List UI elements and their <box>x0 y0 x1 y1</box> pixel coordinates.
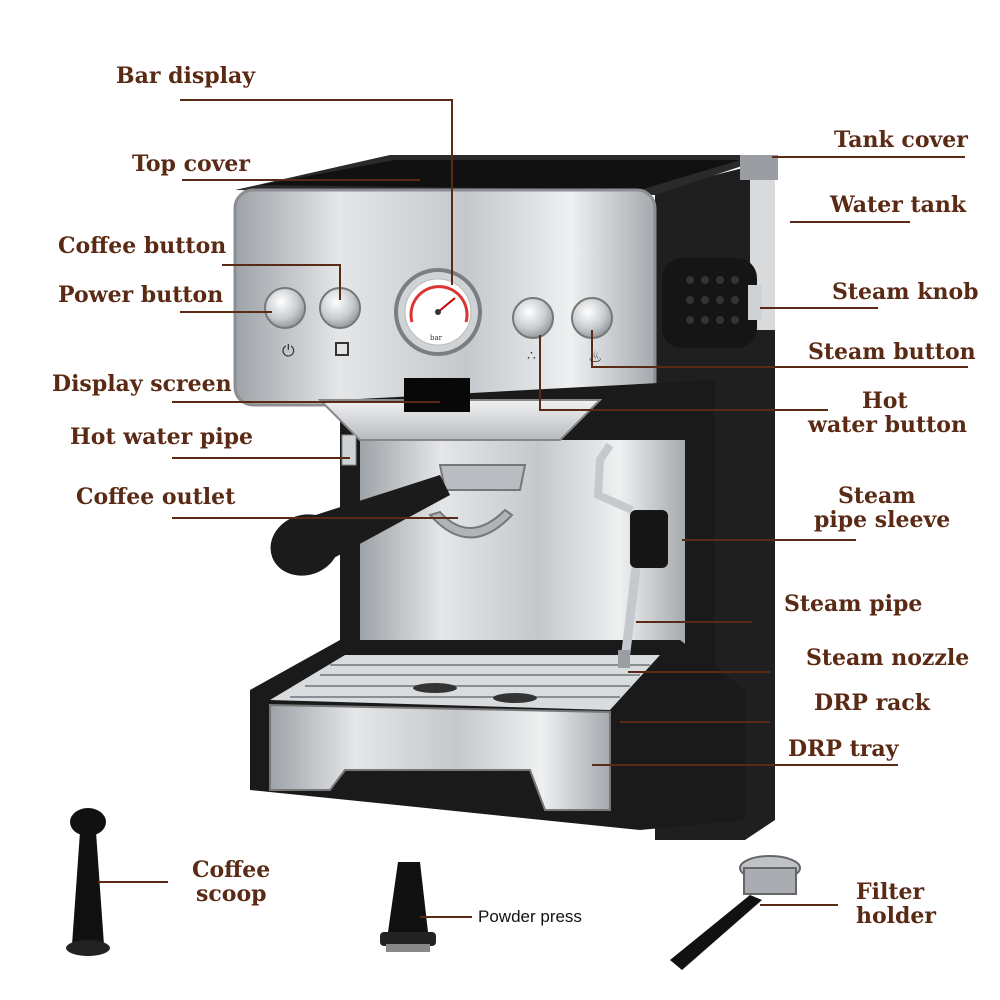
coffee-scoop <box>66 808 110 956</box>
label-coffee-scoop-line2: scoop <box>196 881 267 907</box>
drp-tray <box>269 703 611 811</box>
label-hot-water-pipe: Hot water pipe <box>70 424 254 450</box>
label-steam-knob: Steam knob <box>832 279 979 305</box>
label-steam-pipe: Steam pipe <box>784 591 923 617</box>
steam-knob[interactable] <box>662 258 757 348</box>
water-drops-icon: ∴ <box>527 348 536 364</box>
label-filter-holder-line2: holder <box>856 903 936 929</box>
steam-icon: ♨ <box>588 347 602 366</box>
steam-pipe-assembly <box>593 442 668 668</box>
steam-pipe-sleeve <box>630 510 668 568</box>
label-coffee-button: Coffee button <box>58 233 227 259</box>
power-button[interactable] <box>264 287 306 329</box>
label-steam-pipe-sleeve-line2: pipe sleeve <box>814 507 951 533</box>
machine-body: ⏻ ∴ ♨ bar <box>233 155 778 840</box>
hot-water-pipe <box>341 434 357 466</box>
label-steam-button: Steam button <box>808 339 976 365</box>
steam-nozzle <box>618 650 630 668</box>
label-steam-nozzle: Steam nozzle <box>806 645 970 671</box>
filter-holder <box>670 855 801 970</box>
label-drp-tray: DRP tray <box>788 736 899 762</box>
coffee-outlet <box>428 508 514 539</box>
gauge-unit: bar <box>430 334 443 342</box>
label-power-button: Power button <box>58 282 224 308</box>
display-screen <box>404 378 470 412</box>
steam-pipe <box>620 567 641 661</box>
label-coffee-outlet: Coffee outlet <box>76 484 236 510</box>
label-hot-water-button-line2: water button <box>808 412 967 438</box>
label-drp-rack: DRP rack <box>814 690 931 716</box>
cup-icon <box>335 342 349 356</box>
label-display-screen: Display screen <box>52 371 232 397</box>
label-water-tank: Water tank <box>830 192 967 218</box>
leader-lines <box>98 99 968 918</box>
label-hot-water-button-line1: Hot <box>862 388 908 414</box>
label-top-cover: Top cover <box>132 151 251 177</box>
label-powder-press: Powder press <box>478 907 582 926</box>
powder-press <box>380 862 436 952</box>
label-bar-display: Bar display <box>116 63 256 89</box>
label-coffee-scoop-line1: Coffee <box>192 857 271 883</box>
label-steam-pipe-sleeve-line1: Steam <box>838 483 916 509</box>
tank-cover <box>740 155 778 180</box>
power-icon: ⏻ <box>282 341 295 360</box>
hot-water-button[interactable] <box>512 297 554 339</box>
label-filter-holder-line1: Filter <box>856 879 925 905</box>
label-tank-cover: Tank cover <box>834 127 968 153</box>
